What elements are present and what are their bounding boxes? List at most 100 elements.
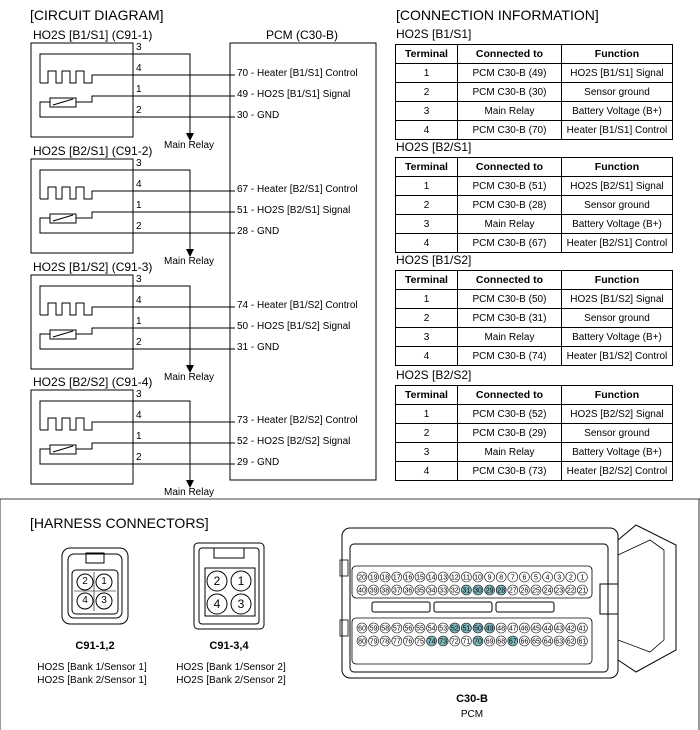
- table-cell: HO2S [B1/S1] Signal: [560, 63, 674, 83]
- sensor-title: HO2S [B2/S1] (C91-2): [33, 144, 153, 158]
- pcm-pin-label: 51 - HO2S [B2/S1] Signal: [237, 205, 351, 216]
- table-cell: Battery Voltage (B+): [560, 442, 674, 462]
- c30b-pin: [449, 571, 461, 583]
- table-header-cell: Connected to: [456, 385, 562, 405]
- c30b-pin: [391, 571, 403, 583]
- main-relay-label: Main Relay: [164, 140, 215, 151]
- table-cell: 4: [395, 233, 458, 253]
- c30b-pin: [461, 571, 472, 583]
- c30b-pin-number: 33: [439, 587, 447, 594]
- table-cell: Main Relay: [456, 214, 562, 234]
- sensor-pin-number: 1: [136, 84, 142, 95]
- table-title: HO2S [B1/S1]: [396, 27, 472, 41]
- c30b-pin: [379, 622, 391, 634]
- table-cell: HO2S [B2/S2] Signal: [560, 404, 674, 424]
- c30b-pin-number: 23: [555, 587, 563, 594]
- sensor-pin-number: 2: [136, 452, 142, 463]
- c30b-pin: [472, 622, 484, 634]
- c30b-pin: [472, 635, 484, 647]
- c30b-pin-number: 43: [555, 625, 563, 632]
- sensor-title: HO2S [B1/S2] (C91-3): [33, 260, 153, 274]
- c30b-pin-number: 80: [358, 638, 366, 645]
- sensor-pin-number: 1: [136, 316, 142, 327]
- table-cell: Heater [B1/S1] Control: [560, 120, 674, 140]
- c30b-pin-number: 12: [451, 574, 459, 581]
- table-cell: PCM C30-B (49): [456, 63, 562, 83]
- c30b-pin: [391, 622, 403, 634]
- table-cell: PCM C30-B (31): [456, 308, 562, 328]
- sensor-circuit: [30, 274, 235, 373]
- c30b-pin-number: 57: [393, 625, 401, 632]
- main-relay-label: Main Relay: [164, 256, 215, 267]
- c30b-pin-number: 11: [463, 574, 470, 581]
- c30b-pin: [356, 571, 368, 583]
- c30b-pin-number: 40: [358, 587, 366, 594]
- c30b-pin-number: 58: [381, 625, 389, 632]
- table-cell: 3: [395, 214, 458, 234]
- c30b-pin: [565, 584, 577, 596]
- table-cell: 2: [395, 195, 458, 215]
- c30b-pin-number: 77: [393, 638, 401, 645]
- c30b-pin: [391, 584, 403, 596]
- c30b-pin: [495, 622, 507, 634]
- table-cell: 4: [395, 120, 458, 140]
- c30b-pin-number: 44: [544, 625, 552, 632]
- table-cell: 4: [395, 461, 458, 481]
- c30b-pin-number: 8: [499, 574, 503, 581]
- c30b-pin: [437, 635, 449, 647]
- c30b-pin: [449, 635, 461, 647]
- c30b-pin: [403, 571, 414, 583]
- c30b-pin-number: 19: [370, 574, 378, 581]
- table-title: HO2S [B2/S1]: [396, 140, 472, 154]
- c30b-pin: [449, 622, 461, 634]
- table-cell: 2: [395, 423, 458, 443]
- c30b-pin-number: 17: [393, 574, 401, 581]
- c30b-pin-number: 22: [567, 587, 575, 594]
- c30b-pin: [553, 584, 565, 596]
- c30b-pin: [356, 622, 368, 634]
- table-cell: 1: [395, 63, 458, 83]
- c30b-pin: [461, 635, 472, 647]
- table-cell: Main Relay: [456, 327, 562, 347]
- table-cell: Main Relay: [456, 442, 562, 462]
- c30b-pin: [553, 571, 565, 583]
- c30b-pin-number: 25: [532, 587, 540, 594]
- pcm-pin-label: 70 - Heater [B1/S1] Control: [237, 68, 358, 79]
- table-cell: 1: [395, 176, 458, 196]
- c30b-pin-number: 15: [416, 574, 424, 581]
- c30b-pin-number: 76: [405, 638, 413, 645]
- pcm-pin-label: 73 - Heater [B2/S2] Control: [237, 415, 358, 426]
- table-cell: Sensor ground: [560, 82, 674, 102]
- pcm-pin-label: 31 - GND: [237, 342, 280, 353]
- c30b-pin: [542, 571, 553, 583]
- pcm-pin-label: 29 - GND: [237, 457, 280, 468]
- c9112-desc-2: HO2S [Bank 2/Sensor 1]: [37, 675, 147, 686]
- c30b-pin: [426, 622, 437, 634]
- c30b-pin: [414, 584, 426, 596]
- c30b-pin: [368, 584, 379, 596]
- sensor-pin-number: 1: [136, 431, 142, 442]
- table-header-cell: Connected to: [456, 270, 562, 290]
- c30b-pin: [542, 635, 553, 647]
- c30b-pin-number: 20: [358, 574, 366, 581]
- c30b-pin: [530, 622, 542, 634]
- c30b-name: C30-B: [456, 693, 488, 705]
- table-cell: Battery Voltage (B+): [560, 101, 674, 121]
- c30b-pin-number: 48: [497, 625, 505, 632]
- c9112-pin: 1: [101, 576, 107, 587]
- table-cell: Sensor ground: [560, 195, 674, 215]
- table-cell: 1: [395, 404, 458, 424]
- pcm-pin-label: 67 - Heater [B2/S1] Control: [237, 184, 358, 195]
- c30b-pin-number: 52: [451, 625, 459, 632]
- c9134-pin: 3: [237, 597, 245, 611]
- c30b-pin-number: 56: [405, 625, 413, 632]
- c30b-pin-number: 35: [416, 587, 424, 594]
- c30b-pin-number: 21: [579, 587, 587, 594]
